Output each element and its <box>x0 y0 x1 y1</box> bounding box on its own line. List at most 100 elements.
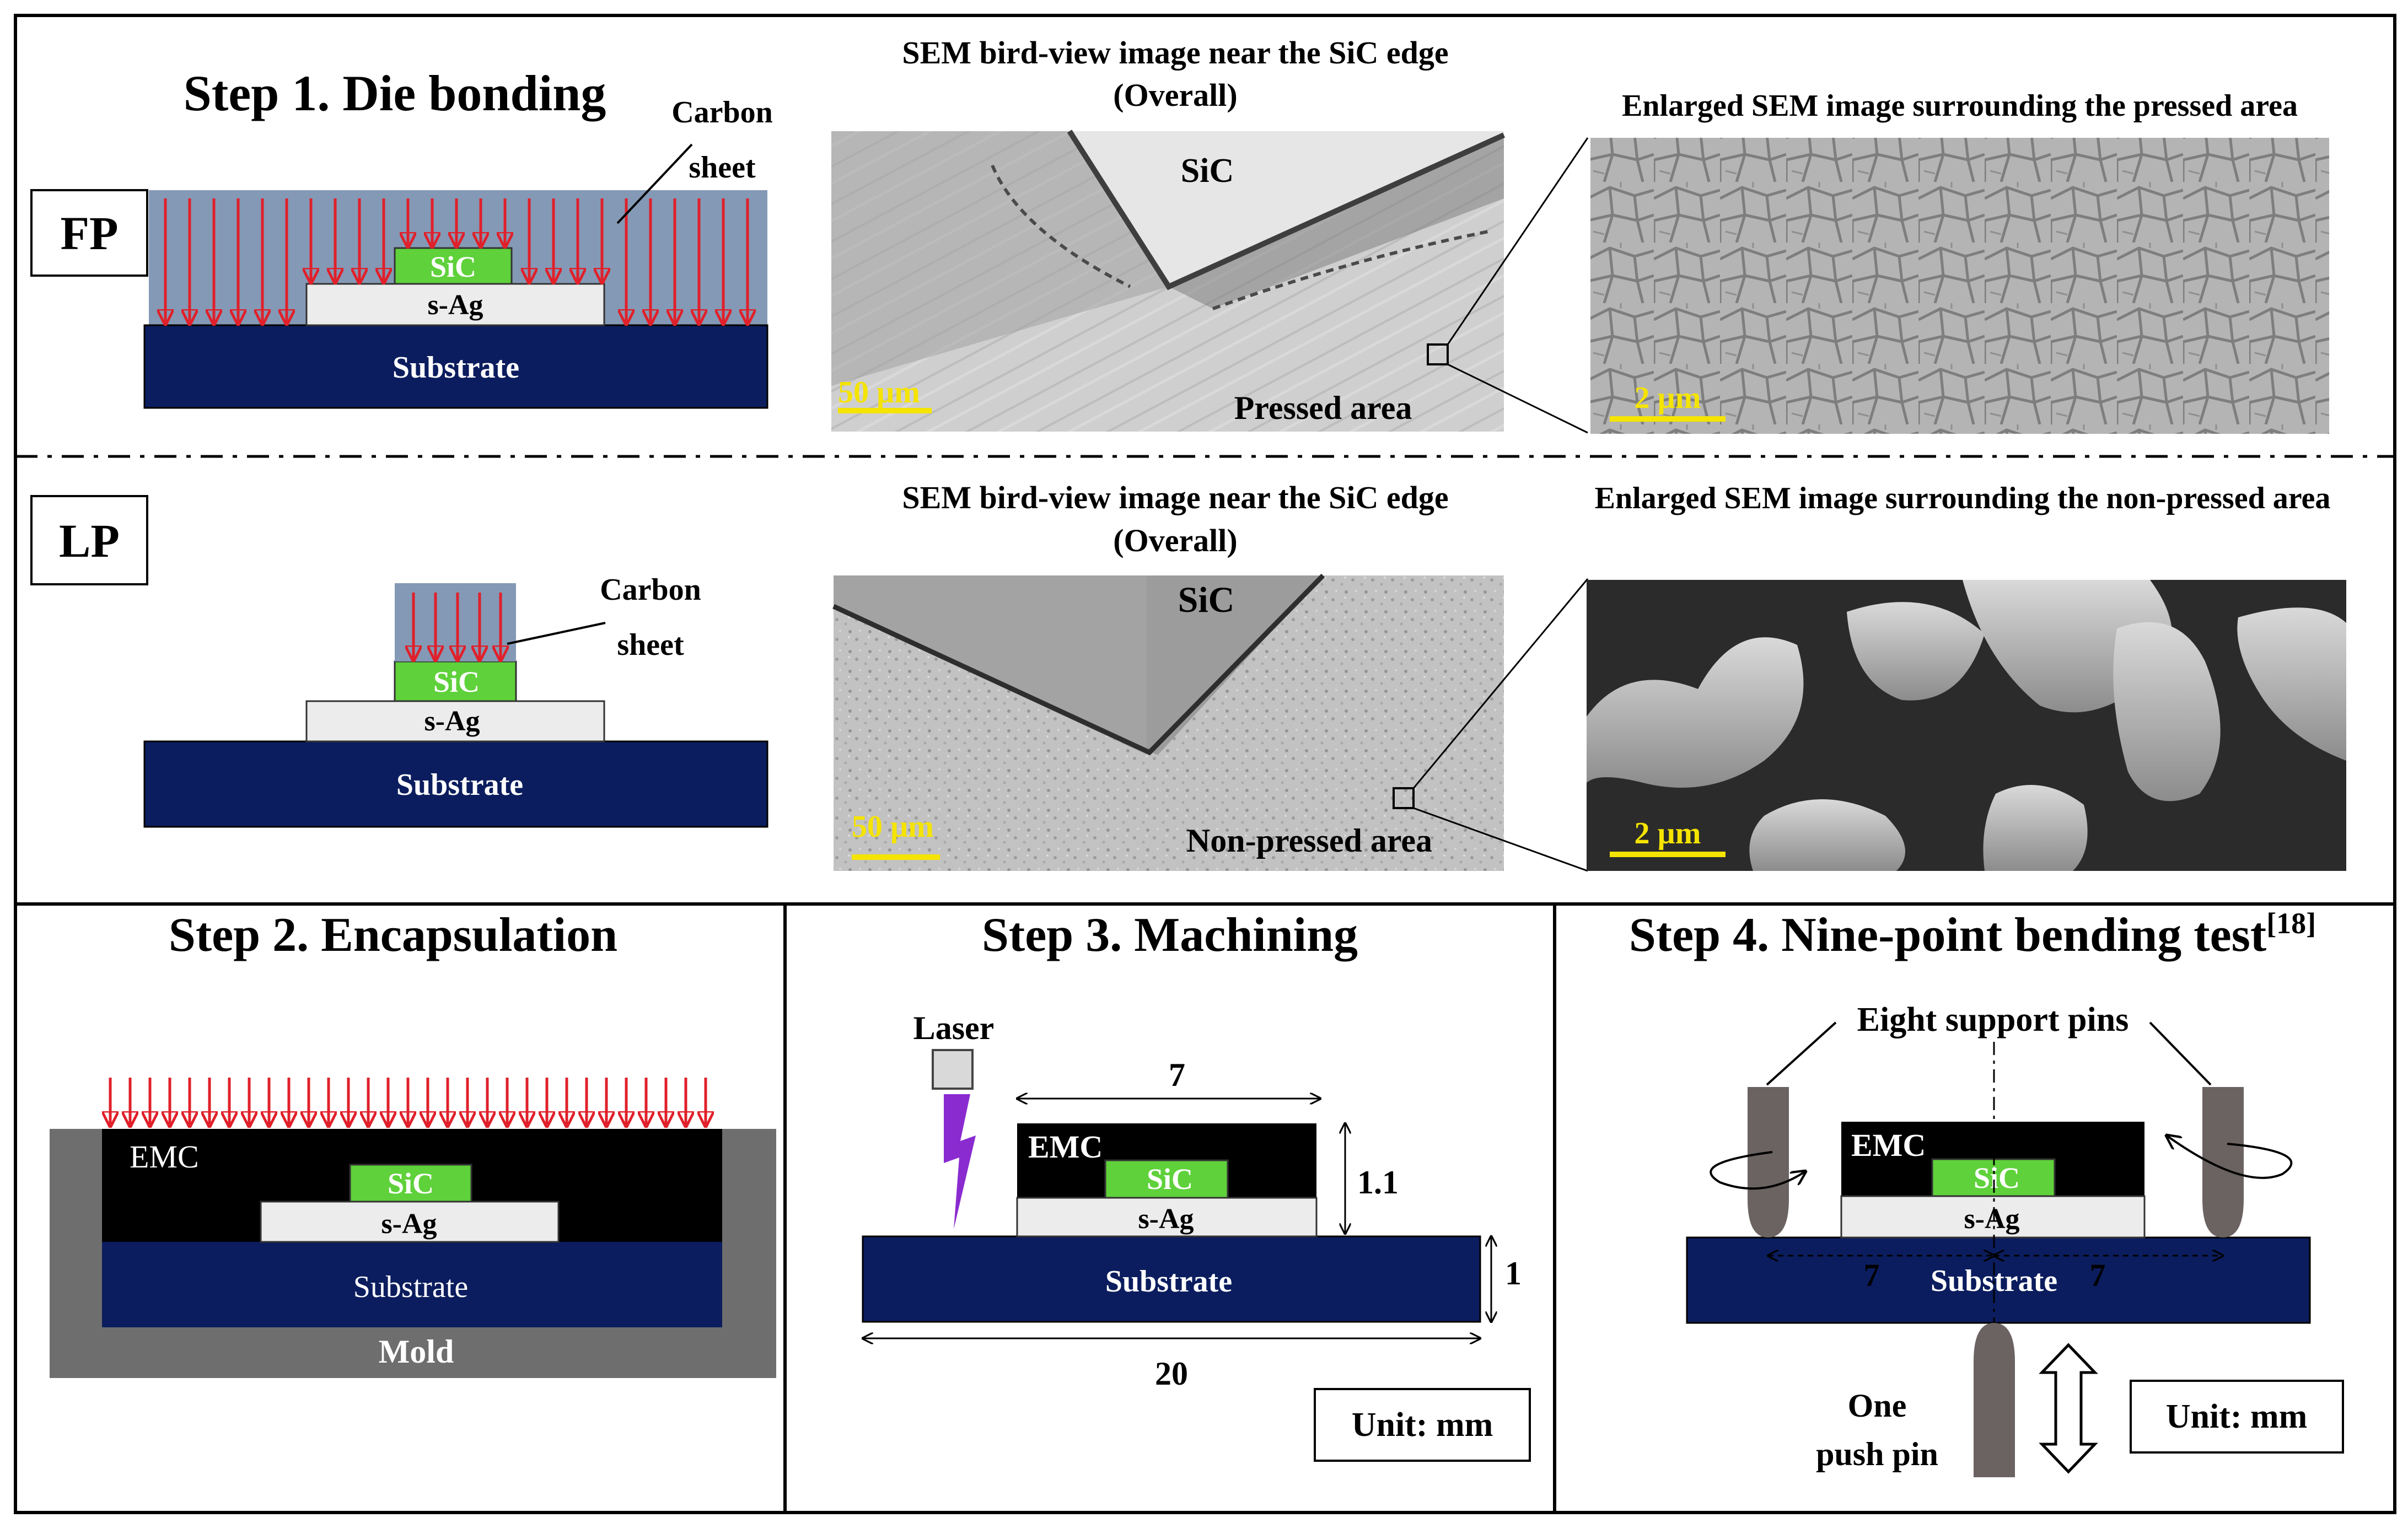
fp-sag-label: s-Ag <box>427 289 483 321</box>
fp-carbon-sheet-label-1: Carbon <box>671 95 773 130</box>
lp-sem-overall-title-2: (Overall) <box>1113 523 1237 558</box>
fp-sem-overall-sic: SiC <box>1181 152 1234 190</box>
lp-sem-enlarged-scale: 2 µm <box>1635 816 1701 851</box>
fp-sem-zoom-line-bottom <box>1447 363 1588 434</box>
step2-substrate-label: Substrate <box>353 1270 468 1304</box>
step3-title: Step 3. Machining <box>982 908 1358 962</box>
step3-sic <box>1104 1159 1229 1199</box>
fp-sem-enlarged-image <box>1590 138 2329 434</box>
step4-sic-label: SiC <box>1974 1161 2020 1194</box>
fp-substrate-label: Substrate <box>393 351 519 385</box>
lp-carbon-sheet-pointer <box>507 622 606 645</box>
step4-push-pin-label-2: push pin <box>1816 1436 1938 1472</box>
lp-sem-enlarged-scale-bar <box>1610 852 1726 857</box>
step2-sic <box>349 1164 472 1203</box>
lp-carbon-sheet-label-2: sheet <box>617 628 684 662</box>
step4-sag <box>1840 1195 2146 1239</box>
fp-label-box <box>30 189 148 277</box>
step3-unit-box <box>1314 1388 1531 1462</box>
step2-sic-label: SiC <box>388 1167 434 1200</box>
outer-frame <box>14 14 2396 1514</box>
step4-push-pin-label-1: One <box>1848 1387 1907 1424</box>
step4-support-pin-pointer-right <box>2149 1021 2212 1086</box>
fp-sem-enlarged-scale: 2 µm <box>1635 381 1701 415</box>
lp-label: LP <box>59 514 120 567</box>
lp-sem-overall-area: Non-pressed area <box>1186 822 1432 859</box>
step3-laser-label: Laser <box>913 1010 995 1046</box>
step3-dim-height: 1.1 <box>1357 1164 1399 1201</box>
fp-sem-overall-scale: 50 µm <box>838 375 920 410</box>
step2-sag-label: s-Ag <box>381 1208 437 1240</box>
fp-carbon-sheet-pointer <box>616 143 693 224</box>
step2-emc-label: EMC <box>130 1139 199 1175</box>
lp-pressure-arrows <box>413 593 501 659</box>
step2-mold-label: Mold <box>379 1333 454 1370</box>
step4-rotation-arrow-left <box>1710 1151 1805 1190</box>
step2-pressure-arrows <box>110 1078 706 1124</box>
lp-sag <box>305 700 605 742</box>
fp-sem-zoom-box <box>1427 343 1449 365</box>
step4-dim-right: 7 <box>2090 1257 2106 1293</box>
fp-label: FP <box>60 207 118 260</box>
step4-title: Step 4. Nine-point bending test[18] <box>1629 907 2316 962</box>
lp-sem-zoom-line-top <box>1412 578 1589 789</box>
lp-sic-label: SiC <box>433 665 480 698</box>
lp-sem-enlarged-image <box>1587 580 2346 871</box>
step4-title-text: Step 4. Nine-point bending test <box>1629 908 2266 962</box>
step4-unit: Unit: mm <box>2166 1398 2308 1435</box>
step3-unit: Unit: mm <box>1352 1406 1493 1444</box>
step1-title: Step 1. Die bonding <box>184 65 606 121</box>
lp-sem-zoom-line-bottom <box>1413 807 1588 872</box>
step3-sag <box>1016 1197 1318 1237</box>
step3-substrate <box>862 1235 1481 1323</box>
fp-sem-overall-title-2: (Overall) <box>1113 77 1237 113</box>
lp-sem-overall-title-1: SEM bird-view image near the SiC edge <box>902 480 1448 515</box>
fp-sem-zoom-line-top <box>1447 137 1589 345</box>
step4-support-pin-left <box>1748 1087 1789 1237</box>
fp-carbon-sheet-label-2: sheet <box>689 150 756 185</box>
lp-substrate-label: Substrate <box>396 768 523 802</box>
lp-label-box <box>30 495 148 585</box>
step3-laser-beam <box>944 1094 976 1229</box>
fp-sem-overall-title-1: SEM bird-view image near the SiC edge <box>902 35 1448 71</box>
fp-sem-overall-image <box>831 130 1506 432</box>
step2-title: Step 2. Encapsulation <box>169 908 617 962</box>
step4-push-pin <box>1974 1323 2015 1477</box>
lp-sem-overall-sic: SiC <box>1178 580 1235 620</box>
step4-sag-label: s-Ag <box>1964 1203 2019 1235</box>
step3-dim-sub-width: 20 <box>1155 1355 1188 1392</box>
step4-support-pins-label: Eight support pins <box>1857 1001 2129 1038</box>
fp-sem-enlarged-scale-bar <box>1610 416 1726 422</box>
lp-sem-enlarged-title: Enlarged SEM image surrounding the non-p… <box>1595 481 2331 515</box>
lp-sem-overall-scale-bar <box>852 854 940 860</box>
step4-push-direction-arrow <box>2039 1343 2098 1474</box>
lp-sem-overall-scale: 50 µm <box>852 810 934 844</box>
fp-sem-overall-scale-bar <box>838 408 932 413</box>
fp-sem-overall-area: Pressed area <box>1234 390 1412 426</box>
step3-sag-label: s-Ag <box>1138 1203 1194 1235</box>
step2-sag <box>260 1201 560 1243</box>
lp-substrate <box>143 740 768 828</box>
fp-pressure-arrows <box>165 198 748 322</box>
step2-substrate <box>102 1242 722 1327</box>
lp-sem-overall-image <box>832 573 1504 871</box>
step4-support-pin-pointer-left <box>1766 1021 1837 1086</box>
fp-substrate <box>143 324 768 409</box>
step4-rotation-arrow-right <box>2167 1135 2293 1179</box>
step3-substrate-label: Substrate <box>1105 1264 1232 1299</box>
lp-sem-zoom-box <box>1393 787 1415 809</box>
step4-support-pin-right <box>2202 1087 2244 1237</box>
step3-laser-head <box>932 1049 974 1090</box>
step3-dim-width: 7 <box>1169 1057 1185 1093</box>
step4-emc-label: EMC <box>1851 1127 1926 1163</box>
lp-carbon-sheet-label-1: Carbon <box>600 573 701 607</box>
step3-emc-label: EMC <box>1028 1129 1103 1165</box>
step3-dim-sub-height: 1 <box>1505 1255 1522 1291</box>
step3-sic-label: SiC <box>1147 1163 1193 1196</box>
fp-sic-label: SiC <box>430 250 476 283</box>
step4-title-ref: [18] <box>2266 907 2316 940</box>
lp-sic <box>394 660 517 702</box>
fp-sem-enlarged-title: Enlarged SEM image surrounding the press… <box>1622 89 2298 123</box>
step4-dim-left: 7 <box>1864 1257 1880 1293</box>
